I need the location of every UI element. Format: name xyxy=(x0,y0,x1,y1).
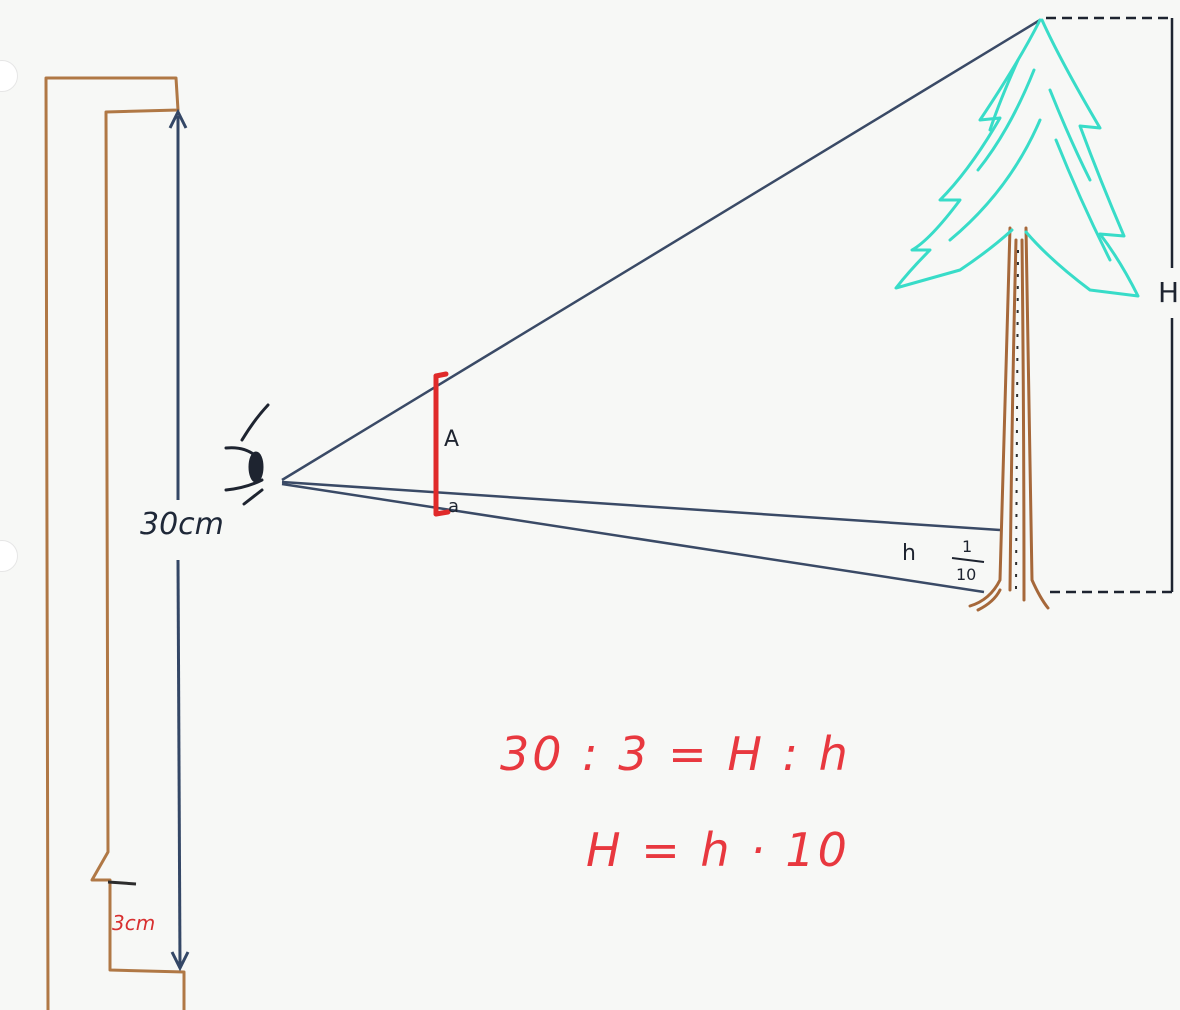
ruler-length-label: 30cm xyxy=(140,507,224,542)
stick-outer-outline xyxy=(44,76,186,1010)
trunk-dotted-line xyxy=(1015,249,1019,591)
stick-notch-tick xyxy=(107,880,137,886)
eye-icon xyxy=(224,403,270,506)
fraction-bar xyxy=(951,557,985,563)
gauge-label-lower: a xyxy=(448,496,459,517)
tree-trunk xyxy=(968,226,1050,612)
foliage-inner-5 xyxy=(1054,138,1112,262)
result-equation: H = h · 10 xyxy=(586,823,850,877)
gauge-bottom-tick xyxy=(433,509,451,517)
measuring-stick xyxy=(44,76,186,1010)
fraction-numerator: 1 xyxy=(962,537,972,556)
eye-pupil xyxy=(248,451,264,483)
foliage-inner-4 xyxy=(1048,88,1092,182)
trunk-left-edge xyxy=(968,226,1012,608)
foliage-inner-1 xyxy=(988,58,1020,132)
eye-lash xyxy=(242,488,264,506)
foliage-right-outline xyxy=(1024,18,1140,298)
tree-foliage xyxy=(894,18,1140,298)
arrowhead-up xyxy=(168,108,188,129)
height-dimension xyxy=(1046,16,1174,594)
sight-line-top xyxy=(281,18,1041,482)
trunk-right-edge xyxy=(1024,226,1050,610)
sight-line-bottom xyxy=(281,482,985,594)
foliage-inner-3 xyxy=(948,118,1042,242)
eye-lower-lid xyxy=(224,478,264,492)
eyebrow xyxy=(240,403,270,442)
notch-length-label: 3cm xyxy=(112,911,155,935)
fraction-denominator: 10 xyxy=(956,565,976,584)
base-label-h: h xyxy=(902,541,916,566)
trunk-inner-line-1 xyxy=(1008,238,1018,592)
foliage-left-outline xyxy=(894,18,1042,290)
gauge-bar xyxy=(433,371,451,517)
arrow-shaft-lower xyxy=(176,559,182,967)
gauge-top-tick xyxy=(433,371,449,379)
proportion-equation: 30 : 3 = H : h xyxy=(500,727,851,781)
length-arrow-30cm xyxy=(168,108,190,972)
trunk-root xyxy=(976,588,1002,612)
gauge-label-upper: A xyxy=(444,427,459,452)
foliage-inner-2 xyxy=(976,68,1036,172)
sight-line-middle xyxy=(281,480,1001,532)
tree-height-label: H xyxy=(1158,276,1179,309)
trunk-inner-line-2 xyxy=(1020,238,1026,602)
arrowhead-down xyxy=(170,951,190,972)
sight-lines xyxy=(281,18,1041,594)
